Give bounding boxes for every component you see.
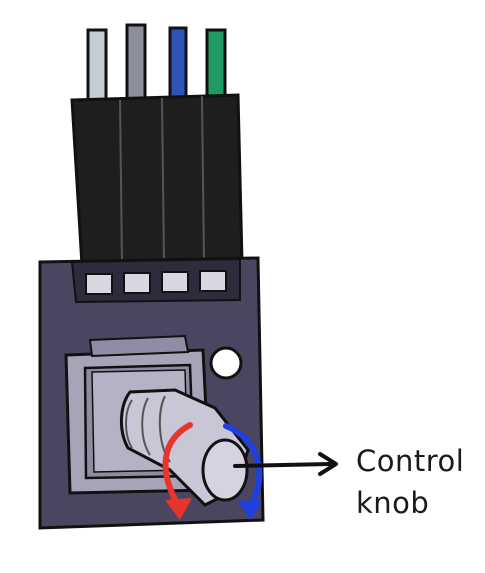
callout-line-1: Control <box>356 440 481 482</box>
connector-housing <box>72 95 242 265</box>
control-knob-label: Control knob <box>356 440 481 524</box>
mounting-hole <box>211 348 241 378</box>
wire-1 <box>88 30 106 102</box>
wire-4 <box>207 30 225 102</box>
wire-3 <box>170 28 186 102</box>
callout-line-2: knob <box>356 482 481 524</box>
wires <box>88 25 225 102</box>
wire-2 <box>127 25 145 102</box>
